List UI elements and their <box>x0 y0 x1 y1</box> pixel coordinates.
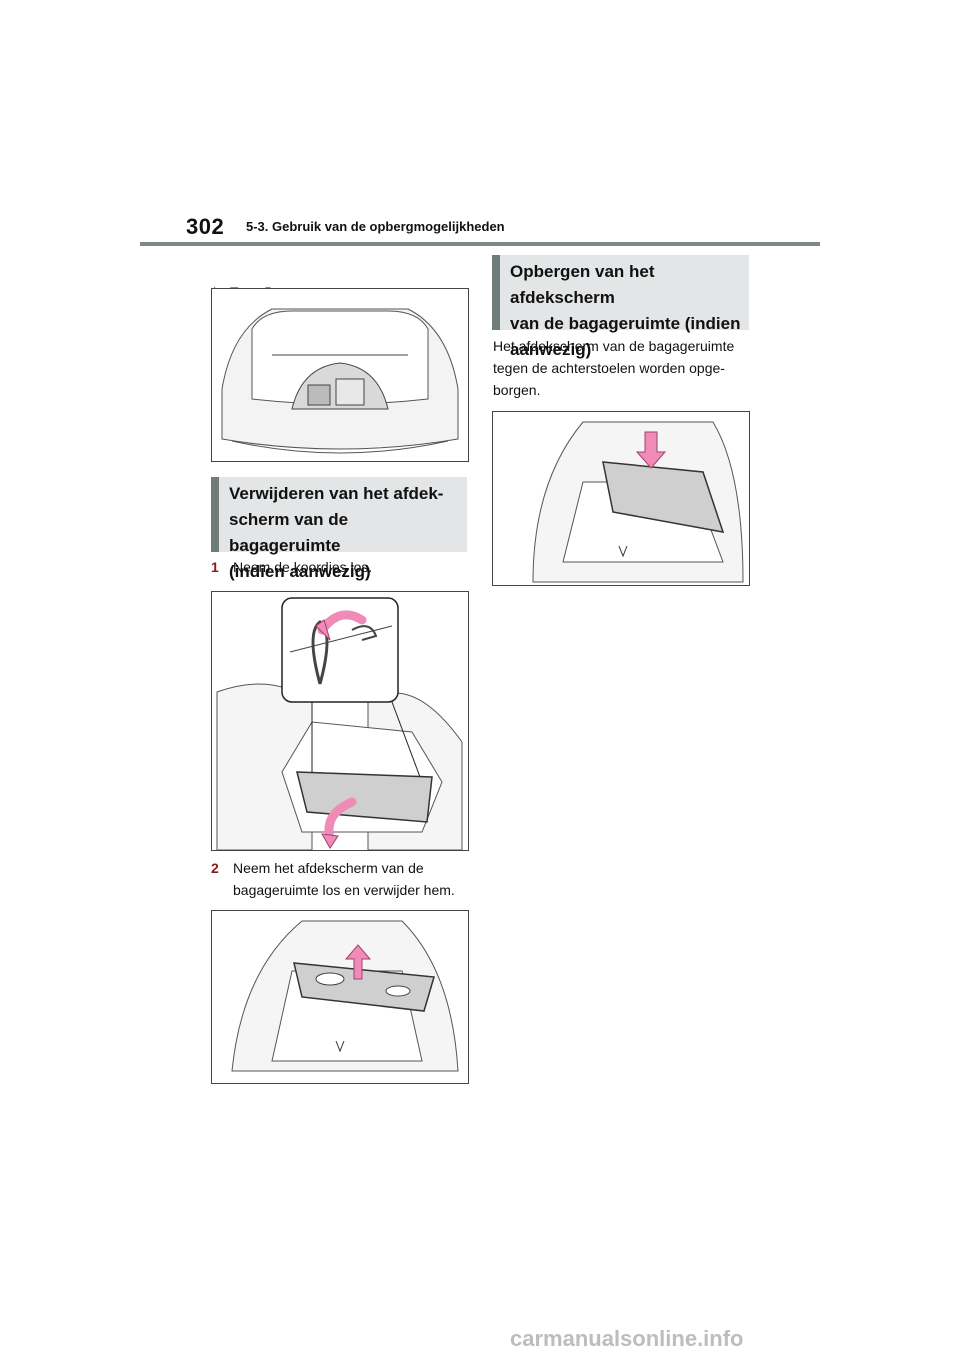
step-1-text: Neem de koordjes los. <box>233 559 373 575</box>
step-2-number: 2 <box>211 860 219 876</box>
header-divider <box>140 242 820 246</box>
heading-remove-line-2: scherm van de bagageruimte <box>229 510 349 555</box>
heading-store-line-2: van de bagageruimte (indien <box>510 314 741 333</box>
page-number: 302 <box>186 214 225 239</box>
heading-store-line-3: aanwezig) <box>510 340 592 359</box>
store-body-line-2: tegen de achterstoelen worden opge- <box>493 360 725 376</box>
figure-detach-cords <box>211 591 469 851</box>
trunk-illustration <box>221 308 459 454</box>
store-body-line-3: borgen. <box>493 382 541 398</box>
store-cover-illustration <box>532 421 744 583</box>
step-2-text-line-2: bagageruimte los en verwijder hem. <box>233 882 455 898</box>
heading-remove-cover: Verwijderen van het afdek- scherm van de… <box>211 477 467 581</box>
heading-store-line-1: Opbergen van het afdekscherm <box>510 262 655 307</box>
step-2: 2 Neem het afdekscherm van de bagageruimt… <box>211 857 481 901</box>
step-2-text-line-1: Neem het afdekscherm van de <box>233 860 424 876</box>
store-body-line-1: Het afdekscherm van de bagageruimte <box>493 338 735 354</box>
section-title: 5-3. Gebruik van de opbergmogelijkheden <box>246 219 505 234</box>
figure-store-cover <box>492 411 750 586</box>
figure-type-b-trunk <box>211 288 469 462</box>
heading-remove-line-1: Verwijderen van het afdek- <box>229 484 444 503</box>
step-1: 1 Neem de koordjes los. <box>211 556 467 578</box>
watermark: carmanualsonline.info <box>510 1326 744 1351</box>
heading-store-cover: Opbergen van het afdekscherm van de baga… <box>492 255 749 359</box>
detach-cords-illustration <box>216 597 463 850</box>
lift-cover-illustration <box>231 920 459 1072</box>
step-1-number: 1 <box>211 559 219 575</box>
heading-remove-line-3: (indien aanwezig) <box>229 562 371 581</box>
store-body-text: Het afdekscherm van de bagageruimte tege… <box>493 335 763 401</box>
figure-lift-cover <box>211 910 469 1084</box>
